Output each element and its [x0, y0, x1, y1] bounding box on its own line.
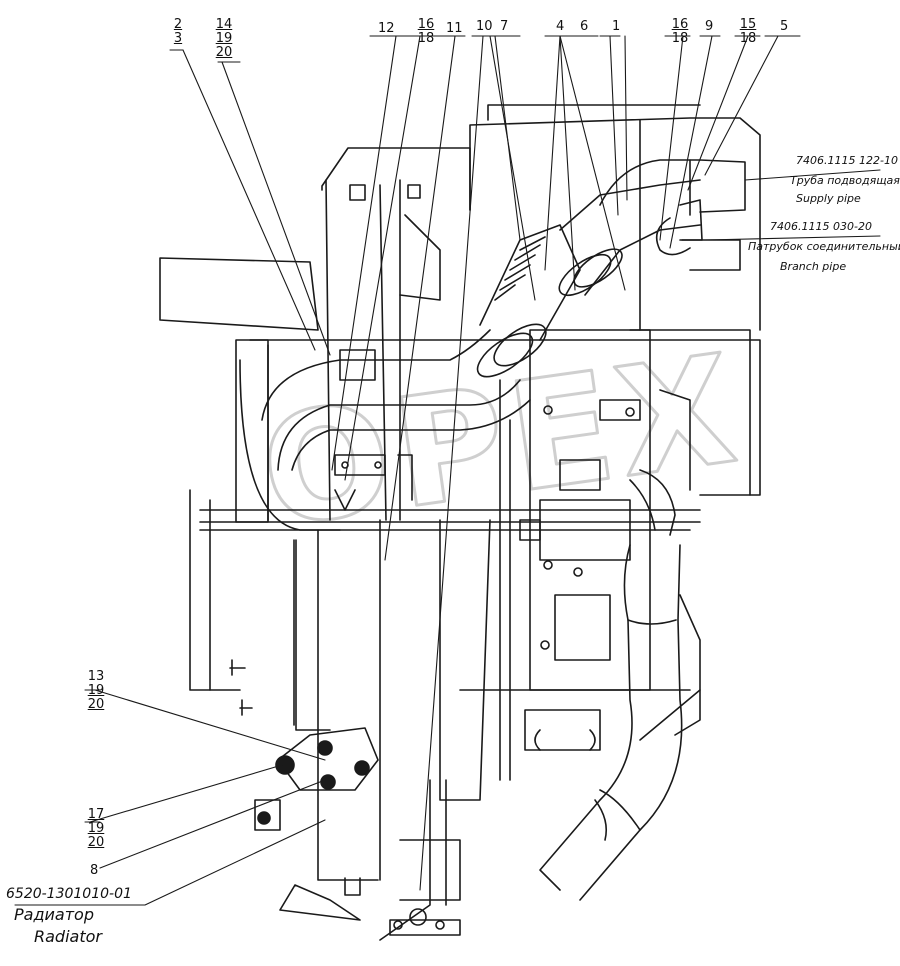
callout-number: 19 — [87, 821, 105, 836]
supply-pipe-ru: Труба подводящая — [790, 174, 900, 187]
supply-pipe-en: Supply pipe — [796, 192, 861, 205]
watermark: OPEX — [252, 322, 751, 561]
leader-lines — [14, 35, 881, 906]
callout-16-18-left: 16 18 — [414, 18, 438, 46]
callout-6: 6 — [580, 19, 589, 34]
callout-number: 17 — [87, 807, 105, 822]
callout-number: 2 — [173, 17, 183, 32]
callout-number: 20 — [215, 45, 233, 60]
callout-15-18: 15 18 — [736, 18, 760, 46]
radiator-code: 6520-1301010-01 — [6, 886, 132, 902]
callout-number: 19 — [215, 31, 233, 46]
callout-number: 13 — [87, 669, 105, 684]
lower-hose — [539, 469, 683, 901]
callout-2-3: 2 3 — [168, 18, 188, 46]
callout-13-19-20: 13 19 20 — [84, 670, 108, 712]
callout-number: 3 — [173, 31, 183, 46]
radiator-ru: Радиатор — [14, 905, 94, 924]
radiator-core — [235, 179, 761, 896]
callout-17-19-20: 17 19 20 — [84, 808, 108, 850]
callout-10: 10 — [476, 19, 493, 34]
radiator-en: Radiator — [34, 927, 102, 946]
callout-12: 12 — [378, 21, 395, 36]
engine-block — [279, 329, 651, 941]
callout-number: 16 — [671, 17, 689, 32]
callout-14-19-20: 14 19 20 — [212, 18, 236, 60]
callout-8: 8 — [90, 863, 99, 878]
callout-number: 15 — [739, 17, 757, 32]
branch-pipe-en: Branch pipe — [780, 260, 847, 273]
callout-9: 9 — [705, 19, 714, 34]
mounting-plate — [254, 727, 379, 831]
callout-4: 4 — [556, 19, 565, 34]
callout-number: 14 — [215, 17, 233, 32]
callout-number: 19 — [87, 683, 105, 698]
callout-number: 16 — [417, 17, 435, 32]
callout-number: 18 — [671, 31, 689, 46]
branch-pipe-ru: Патрубок соединительный — [748, 240, 900, 253]
callout-11: 11 — [446, 21, 463, 36]
callout-number: 20 — [87, 697, 105, 712]
callout-7: 7 — [500, 19, 509, 34]
supply-pipe-code: 7406.1115 122-10 — [796, 154, 898, 167]
branch-pipe-code: 7406.1115 030-20 — [770, 220, 872, 233]
callout-5: 5 — [780, 19, 789, 34]
callout-1: 1 — [612, 19, 621, 34]
callout-number: 18 — [417, 31, 435, 46]
callout-16-18-right: 16 18 — [668, 18, 692, 46]
callout-number: 20 — [87, 835, 105, 850]
callout-number: 18 — [739, 31, 757, 46]
